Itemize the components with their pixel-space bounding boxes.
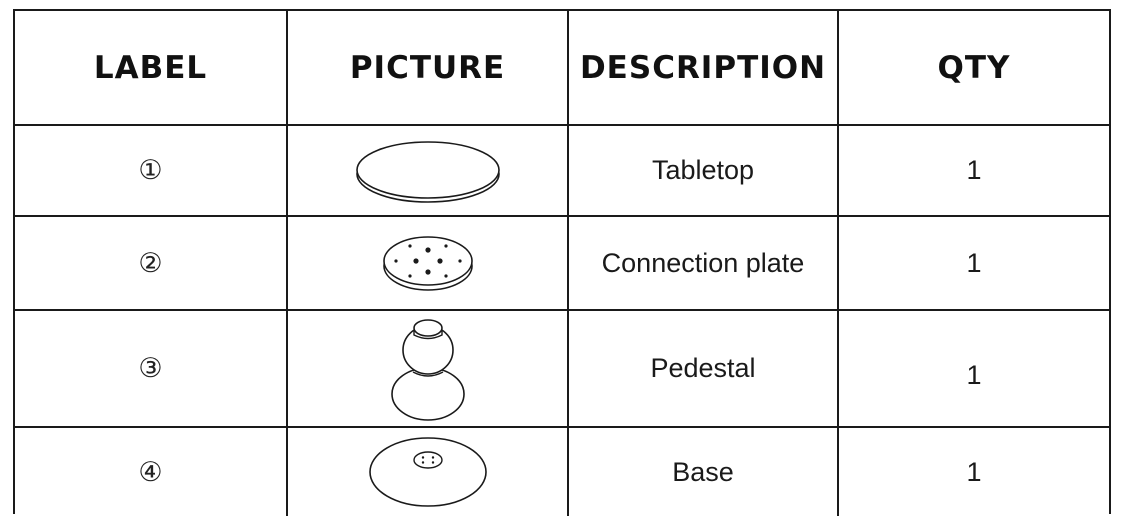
qty-cell: 1 [839,311,1109,426]
label-cell: ① [15,126,288,215]
base-icon [368,437,487,507]
header-cell-label: LABEL [15,11,288,124]
header-cell-description: DESCRIPTION [569,11,839,124]
table-row: ④ Base 1 [15,428,1109,516]
part-description: Connection plate [601,247,805,278]
connection-plate-icon [382,236,473,291]
qty-cell: 1 [839,126,1109,215]
part-label: ③ [138,353,163,384]
part-label: ④ [138,456,163,488]
label-cell: ③ [15,311,288,426]
picture-cell [288,311,569,426]
parts-table: LABEL PICTURE DESCRIPTION QTY ① Tabletop… [13,9,1111,516]
header-qty: QTY [937,49,1011,86]
header-picture: PICTURE [349,49,506,86]
label-cell: ② [15,217,288,309]
part-description: Base [672,456,734,487]
picture-cell [288,126,569,215]
part-qty: 1 [966,360,982,390]
table-row: ② Connection plate 1 [15,217,1109,311]
pedestal-icon [390,318,465,421]
header-description: DESCRIPTION [579,49,827,86]
qty-cell: 1 [839,217,1109,309]
part-qty: 1 [966,155,982,185]
table-row: ① Tabletop 1 [15,126,1109,217]
part-label: ① [138,155,163,186]
header-cell-picture: PICTURE [288,11,569,124]
description-cell: Pedestal [569,311,839,426]
part-description: Pedestal [650,353,756,383]
part-label: ② [138,247,163,279]
description-cell: Base [569,428,839,516]
header-cell-qty: QTY [839,11,1109,124]
table-row: ③ Pedestal 1 [15,311,1109,428]
part-qty: 1 [966,456,982,487]
part-qty: 1 [966,247,982,278]
tabletop-icon [355,140,500,203]
part-description: Tabletop [651,155,755,185]
description-cell: Connection plate [569,217,839,309]
table-header-row: LABEL PICTURE DESCRIPTION QTY [15,11,1109,126]
label-cell: ④ [15,428,288,516]
picture-cell [288,217,569,309]
header-label: LABEL [93,49,208,86]
description-cell: Tabletop [569,126,839,215]
qty-cell: 1 [839,428,1109,516]
picture-cell [288,428,569,516]
